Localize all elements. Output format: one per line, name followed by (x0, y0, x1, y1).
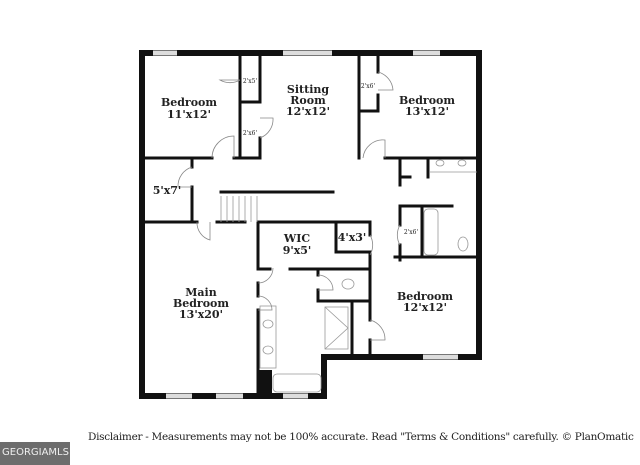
doors (177, 71, 401, 341)
room-name: Sitting (287, 83, 329, 96)
disclaimer-text: Disclaimer - Measurements may not be 100… (88, 431, 634, 443)
room-name: Main (185, 286, 216, 299)
room-name: WIC (283, 232, 310, 245)
closet-size: 2'x6' (243, 130, 258, 137)
fixtures (220, 159, 477, 393)
interior-walls (140, 51, 481, 398)
room-size: 4'x3' (338, 231, 367, 244)
closet-size: 2'x6' (361, 83, 376, 90)
room-size: 12'x12' (403, 301, 447, 314)
room-labels: Bedroom 11'x12' Sitting Room 12'x12' Bed… (153, 78, 456, 321)
windows (153, 50, 458, 399)
georgia-mls-logo: GEORGIAMLS (0, 442, 70, 465)
room-name: Bedroom (397, 290, 453, 303)
room-size: 5'x7' (153, 184, 182, 197)
room-name: Bedroom (173, 297, 229, 310)
exterior-wall (139, 50, 482, 399)
room-size: 13'x12' (405, 105, 449, 118)
room-name: Bedroom (161, 96, 217, 109)
room-size: 12'x12' (286, 105, 330, 118)
room-name: Bedroom (399, 94, 455, 107)
closet-size: 2'x5' (243, 78, 258, 85)
room-size: 9'x5' (283, 244, 312, 257)
room-name: Room (290, 94, 326, 107)
room-size: 13'x20' (179, 308, 223, 321)
room-size: 11'x12' (167, 108, 211, 121)
closet-size: 2'x6' (404, 229, 419, 236)
